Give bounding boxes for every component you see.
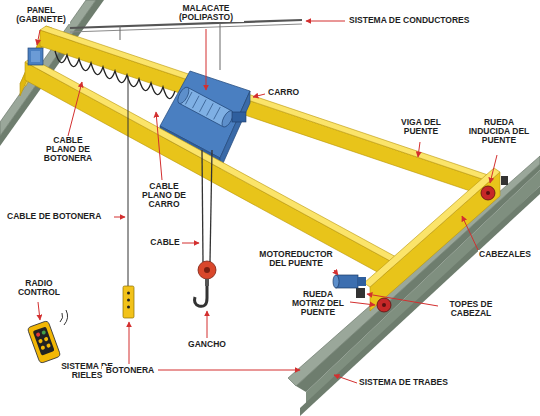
front-rail <box>288 156 540 386</box>
pendant-cable <box>128 76 129 286</box>
leader-line <box>206 29 207 90</box>
gear-motor <box>358 277 366 286</box>
trolley <box>214 107 221 119</box>
hook-block <box>198 261 216 279</box>
part-label: GANCHO <box>184 340 230 349</box>
trolley <box>232 112 246 122</box>
pendant-station <box>123 286 134 318</box>
leader-line <box>156 112 162 180</box>
leader-line <box>38 302 40 320</box>
hoist-cable <box>202 150 212 262</box>
panel-cabinet <box>31 51 40 62</box>
radio-waves <box>60 310 68 325</box>
conductor-system <box>120 26 121 40</box>
wheel <box>486 191 490 195</box>
leader-line <box>334 375 357 383</box>
part-label: VIGA DEL PUENTE <box>396 118 446 136</box>
leader-line <box>306 21 345 22</box>
leader-line <box>462 216 478 250</box>
pendant-station <box>123 286 134 318</box>
trolley <box>200 100 207 112</box>
part-label: MALACATE (POLIPASTO) <box>168 4 244 22</box>
trolley <box>185 92 192 104</box>
leader-line <box>350 302 375 305</box>
leader-line <box>418 142 420 157</box>
front-rail <box>296 164 540 392</box>
wheel <box>382 303 386 307</box>
pendant-station <box>127 292 130 295</box>
part-label: BOTONERA <box>102 366 158 375</box>
wheel <box>481 186 495 200</box>
part-label: SISTEMA DE CONDUCTORES <box>348 16 480 25</box>
gear-motor <box>333 275 366 288</box>
wheel <box>377 298 391 312</box>
leader-line <box>37 21 497 383</box>
trolley <box>207 103 214 115</box>
radio-waves <box>64 310 68 325</box>
part-label: CABLE DE BOTONERA <box>6 212 114 221</box>
part-label: PANEL (GABINETE) <box>12 6 70 24</box>
leader-line <box>334 270 338 275</box>
part-label: RADIO CONTROL <box>12 279 66 297</box>
part-label: CARRO <box>267 88 305 97</box>
leader-line <box>367 294 438 306</box>
leader-line <box>490 155 497 183</box>
radio-remote <box>27 320 61 363</box>
hook-block <box>205 279 209 286</box>
leader-line <box>68 82 82 136</box>
leader-line <box>182 243 199 244</box>
radio-remote <box>40 345 45 350</box>
bridge-girder <box>25 62 392 280</box>
leader-line <box>207 311 208 338</box>
leader-line <box>37 30 40 45</box>
trolley <box>176 86 192 106</box>
panel-cabinet <box>28 48 43 65</box>
panel-cabinet <box>28 48 43 65</box>
leader-line <box>253 94 265 97</box>
front-rail <box>288 156 540 416</box>
right-end-truck <box>356 168 508 311</box>
part-label: CABLE <box>148 238 182 247</box>
hook-block <box>195 261 217 306</box>
part-label: TOPES DE CABEZAL <box>440 300 502 318</box>
part-label: CABLE PLANO DE BOTONERA <box>38 136 98 164</box>
part-label: RUEDA INDUCIDA DEL PUENTE <box>466 118 532 146</box>
hoist-cable <box>202 150 203 262</box>
part-label: SISTEMA DE TRABES <box>358 378 468 387</box>
conductor-system <box>220 23 221 70</box>
leader-line <box>114 217 125 218</box>
radio-remote <box>44 337 49 342</box>
radio-remote <box>38 339 43 344</box>
radio-remote <box>46 343 51 348</box>
hook-block <box>204 267 210 273</box>
radio-waves <box>60 313 63 322</box>
part-label: MOTOREDUCTOR DEL PUENTE <box>256 250 336 268</box>
radio-remote <box>36 332 41 337</box>
wheel <box>377 186 495 312</box>
gear-motor <box>333 275 339 288</box>
right-end-truck <box>356 288 365 298</box>
hook-block <box>195 286 208 306</box>
bridge-girder <box>25 58 398 280</box>
right-end-truck <box>501 176 508 185</box>
right-end-truck <box>364 168 500 287</box>
radio-remote <box>33 326 55 355</box>
radio-remote <box>27 320 61 363</box>
leader-line <box>129 322 130 364</box>
part-label: CABEZALES <box>478 250 536 259</box>
part-label: RUEDA MOTRIZ DEL PUENTE <box>286 290 350 318</box>
trolley <box>192 96 199 108</box>
conductor-system <box>70 24 302 32</box>
pendant-station <box>127 299 130 302</box>
bridge-girder <box>25 58 398 262</box>
pendant-station <box>127 306 130 309</box>
trolley <box>176 86 236 129</box>
right-end-truck <box>370 172 500 311</box>
radio-remote <box>41 330 46 335</box>
part-label: CABLE PLANO DE CARRO <box>136 182 192 210</box>
hoist-cable <box>210 150 212 262</box>
trolley <box>220 91 250 170</box>
